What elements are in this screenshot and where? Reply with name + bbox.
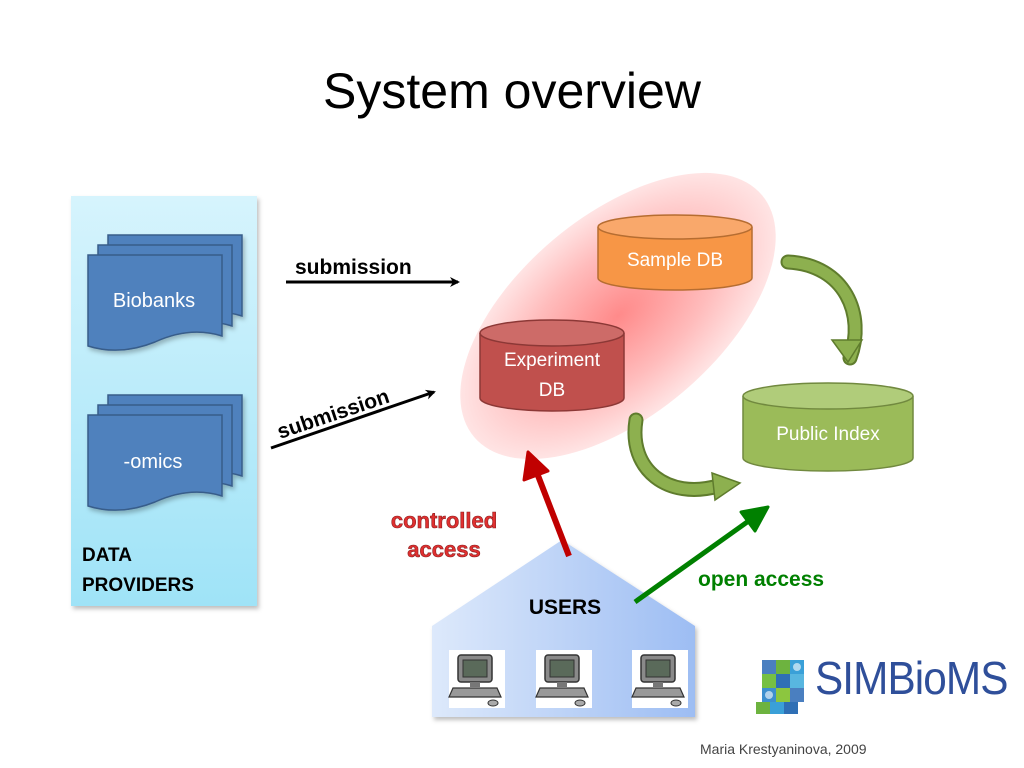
curved-arrow-sample-to-index xyxy=(780,254,864,366)
submission-label-top: submission xyxy=(295,256,412,279)
open-access-label: open access xyxy=(698,568,824,591)
biobanks-label: Biobanks xyxy=(113,290,195,312)
simbioms-logo-text: SIMBioMS xyxy=(815,652,1008,704)
omics-document-stack xyxy=(87,394,243,511)
submission-arrow-bottom xyxy=(270,389,436,450)
footer-credit: Maria Krestyaninova, 2009 xyxy=(700,741,867,757)
data-providers-label-line2: PROVIDERS xyxy=(82,575,194,596)
sample-db-label: Sample DB xyxy=(627,250,723,271)
experiment-db-label-line2: DB xyxy=(539,380,565,401)
users-label: USERS xyxy=(529,596,601,619)
submission-label-bottom: submission xyxy=(274,385,392,444)
sample-db-cylinder xyxy=(597,214,753,291)
simbioms-logo-mark xyxy=(756,660,804,714)
slide-title: System overview xyxy=(323,63,701,119)
open-access-arrow xyxy=(633,505,770,605)
data-providers-label-line1: DATA xyxy=(82,545,132,566)
computer-icon xyxy=(631,650,688,708)
public-index-cylinder xyxy=(742,382,914,472)
curved-arrow-experiment-to-index xyxy=(627,412,742,502)
omics-label: -omics xyxy=(124,451,183,473)
controlled-access-label-line2: access xyxy=(407,537,480,562)
biobanks-document-stack xyxy=(87,234,243,351)
computer-icon xyxy=(448,650,505,708)
computer-icon xyxy=(535,650,592,708)
controlled-access-label-line1: controlled xyxy=(391,508,497,533)
experiment-db-label-line1: Experiment xyxy=(504,350,601,371)
controlled-access-arrow xyxy=(522,450,572,558)
experiment-db-cylinder xyxy=(479,319,625,412)
public-index-label: Public Index xyxy=(776,424,880,445)
